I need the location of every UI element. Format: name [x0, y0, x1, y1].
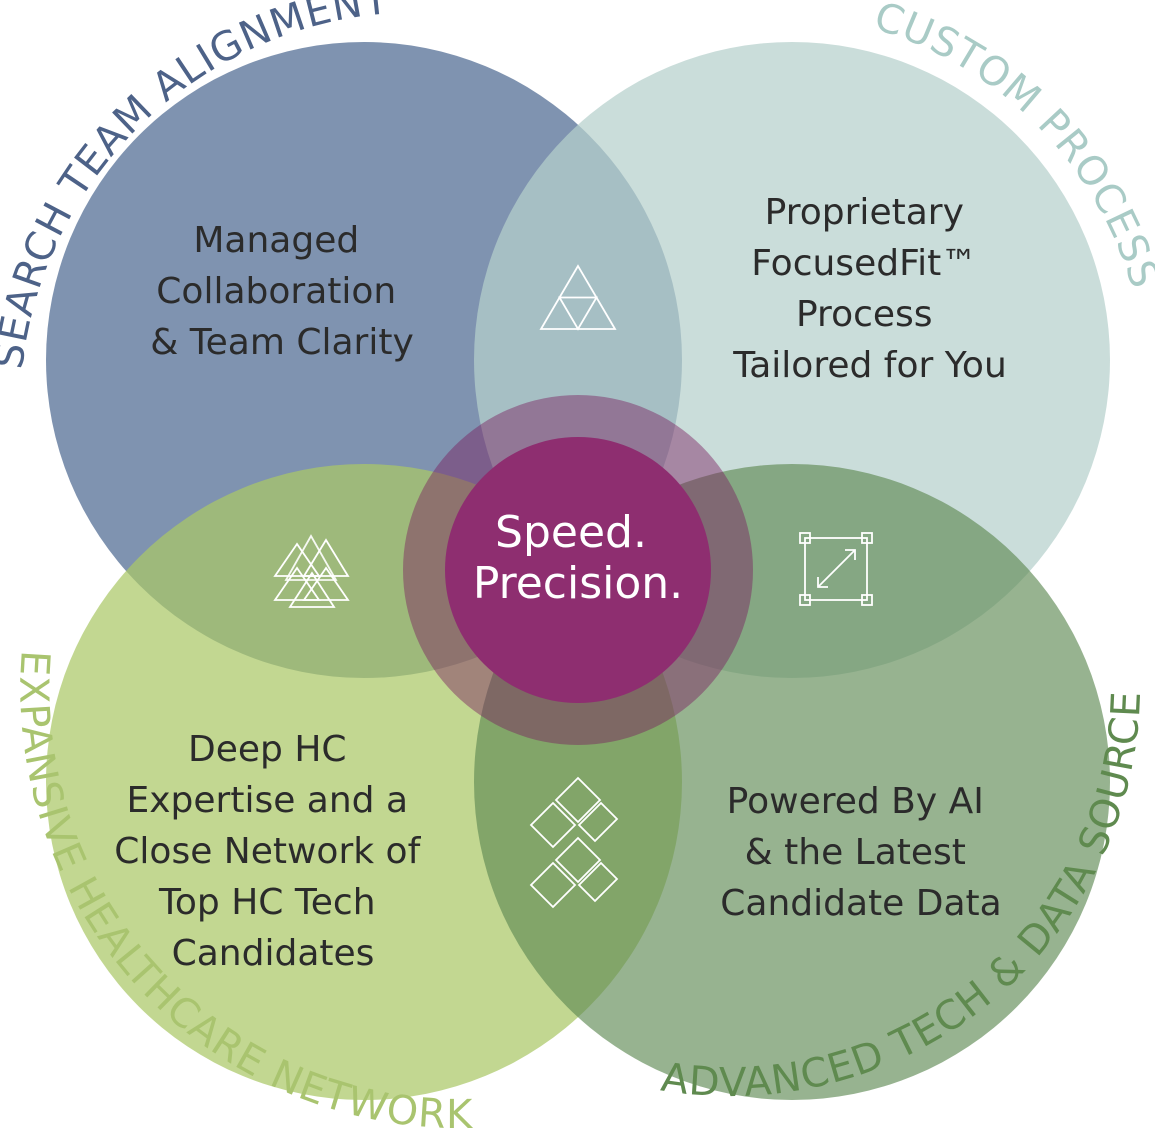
overlapping-triangles-icon — [273, 534, 350, 608]
quadrant-text-top-left: Managed Collaboration & Team Clarity — [150, 220, 414, 363]
triangle-grid-icon — [539, 264, 617, 331]
quadrant-text-bottom-right: Powered By AI & the Latest Candidate Dat… — [720, 781, 1001, 924]
stacked-diamonds-icon — [529, 776, 619, 909]
quadrant-text-top-right: Proprietary FocusedFit™ Process Tailored… — [732, 192, 1007, 386]
center-text: Speed. Precision. — [473, 507, 683, 609]
resize-frame-icon — [799, 532, 873, 606]
quadrant-text-bottom-left: Deep HC Expertise and a Close Network of… — [114, 729, 431, 974]
center-circle — [445, 437, 711, 703]
